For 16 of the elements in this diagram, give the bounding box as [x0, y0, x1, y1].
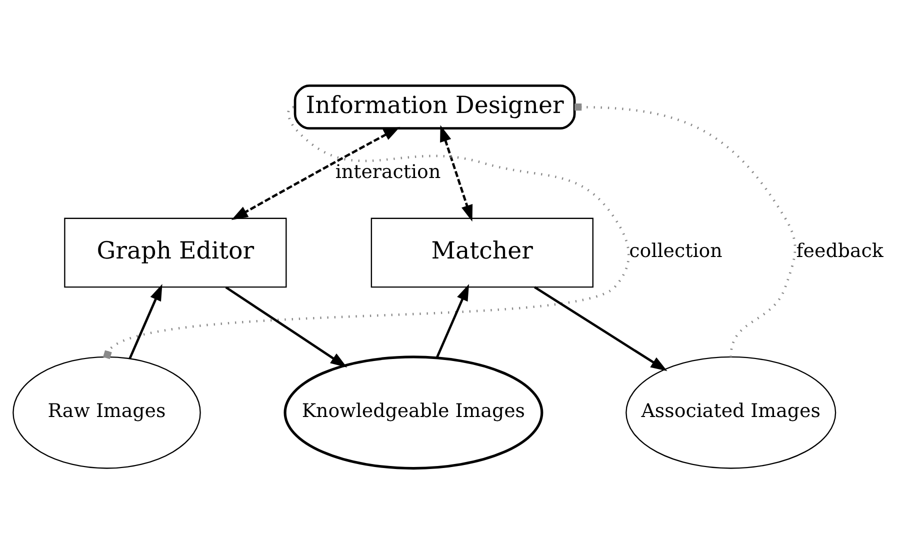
node-box: Matcher: [370, 218, 594, 288]
node-box: Information Designer: [294, 84, 576, 130]
arrow: [436, 284, 470, 358]
arrow: [534, 286, 668, 372]
arrow: [231, 126, 400, 220]
edge-label: feedback: [796, 240, 884, 262]
connector: [102, 106, 630, 360]
node-ellipse: Raw Images: [12, 356, 201, 469]
edge-label: collection: [629, 240, 722, 262]
arrow: [440, 125, 473, 222]
edge-label: interaction: [335, 160, 441, 183]
node-ellipse: Knowledgeable Images: [284, 356, 544, 470]
node-box: Graph Editor: [64, 218, 287, 288]
arrow: [128, 284, 162, 360]
arrow: [225, 286, 348, 368]
connector: [574, 104, 796, 358]
